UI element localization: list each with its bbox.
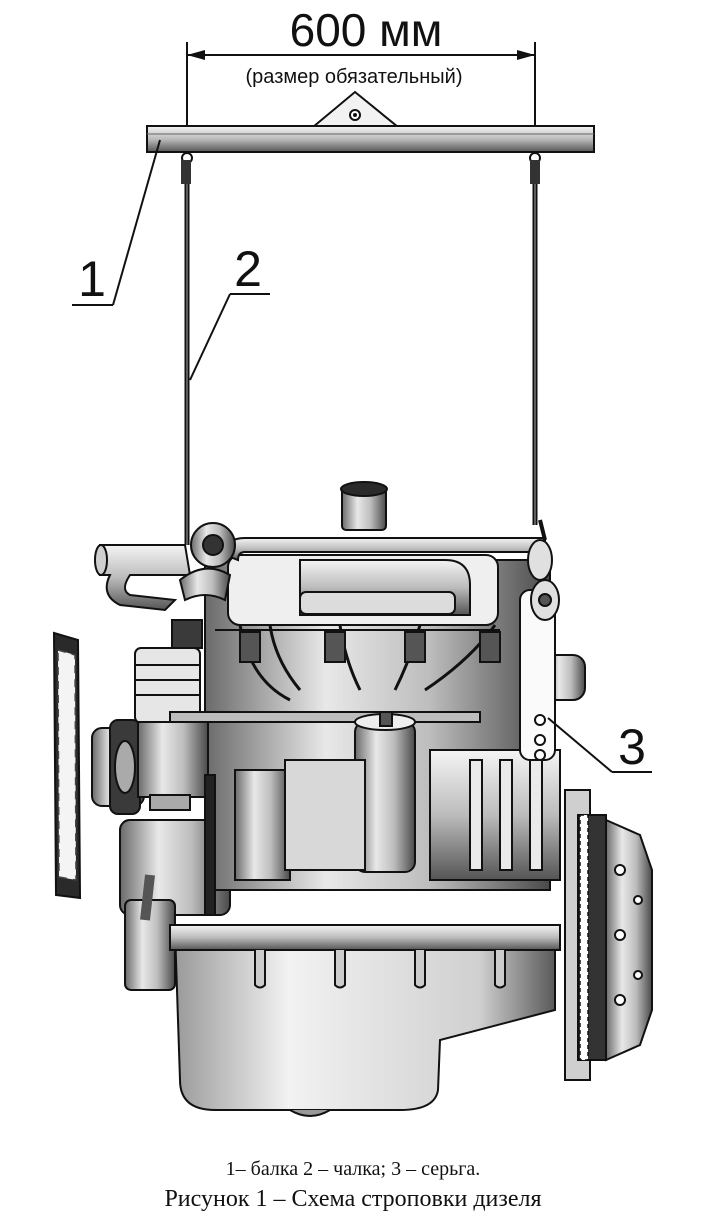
diesel-engine: [52, 481, 653, 1117]
figure-caption: Рисунок 1 – Схема строповки дизеля: [164, 1186, 542, 1212]
dimension-value: 600 мм: [290, 4, 443, 56]
callout-1-label: 1: [78, 251, 106, 307]
engine-slinging-diagram: 600 мм (размер обязательный): [52, 4, 653, 1117]
lifting-beam: [146, 90, 595, 164]
figure-legend: 1– балка 2 – чалка; 3 – серьга.: [225, 1158, 481, 1180]
callout-3: 3: [547, 717, 652, 775]
dimension-note: (размер обязательный): [246, 66, 463, 88]
dimension-600mm: 600 мм (размер обязательный): [186, 4, 536, 160]
callout-3-label: 3: [618, 719, 646, 775]
callout-2-label: 2: [234, 241, 262, 297]
sling-chains: [181, 160, 540, 545]
callout-1: 1: [72, 139, 161, 307]
callout-2: 2: [189, 241, 270, 381]
